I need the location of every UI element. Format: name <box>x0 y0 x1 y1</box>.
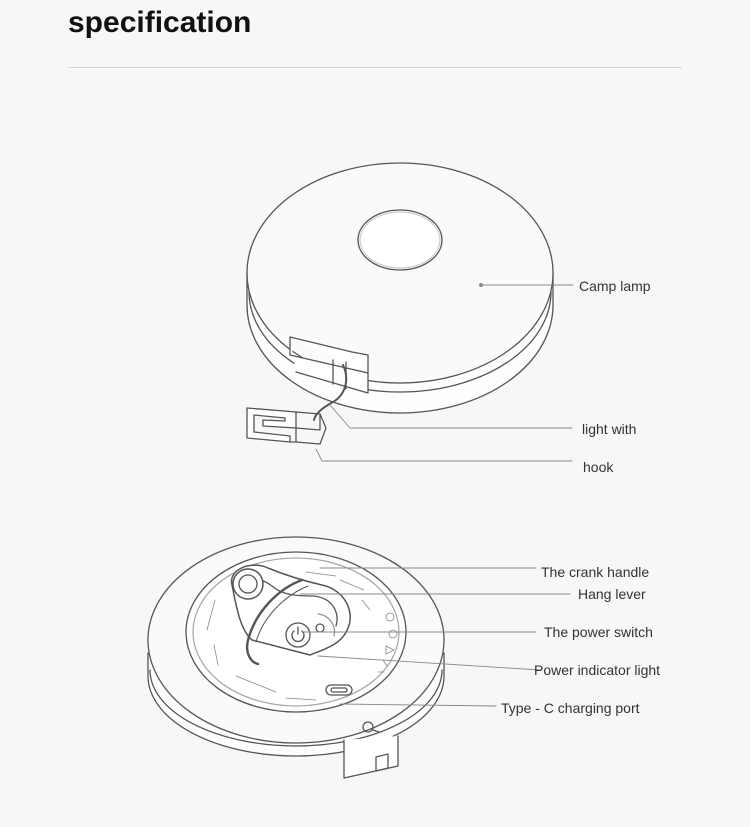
hang-lever <box>245 578 304 666</box>
label-power-switch: The power switch <box>544 624 653 640</box>
plate-markings <box>206 571 398 701</box>
lamp-body-rim <box>248 291 552 393</box>
lamp-lens <box>357 209 443 271</box>
label-hang-lever: Hang lever <box>578 586 646 602</box>
label-power-indicator: Power indicator light <box>534 662 661 678</box>
cord-slot <box>289 336 369 394</box>
camp-lamp-bottom-view <box>147 536 445 779</box>
label-type-c-port: Type - C charging port <box>501 700 640 716</box>
leader-hook <box>315 448 573 462</box>
charge-symbol-icon <box>362 721 380 733</box>
label-crank-handle: The crank handle <box>541 564 650 580</box>
leader-power-indicator <box>317 655 541 671</box>
type-c-port-icon <box>325 684 353 696</box>
lamp-top-face <box>246 162 554 384</box>
leader-lines <box>299 283 574 707</box>
hang-cord <box>313 364 348 421</box>
leader-type-c <box>339 703 497 707</box>
camp-lamp-top-view <box>246 162 554 445</box>
label-light-with: light with <box>582 421 637 437</box>
lamp-lens-inner <box>359 211 441 269</box>
label-hook: hook <box>583 459 614 475</box>
power-switch-icon <box>285 622 311 648</box>
page-title: specification <box>68 6 252 39</box>
side-port-slot <box>343 735 399 779</box>
hook-icon <box>246 407 327 445</box>
header-divider <box>68 67 682 68</box>
label-camp-lamp: Camp lamp <box>579 278 651 294</box>
crank-knob <box>232 568 264 600</box>
leader-light-with <box>329 404 573 429</box>
